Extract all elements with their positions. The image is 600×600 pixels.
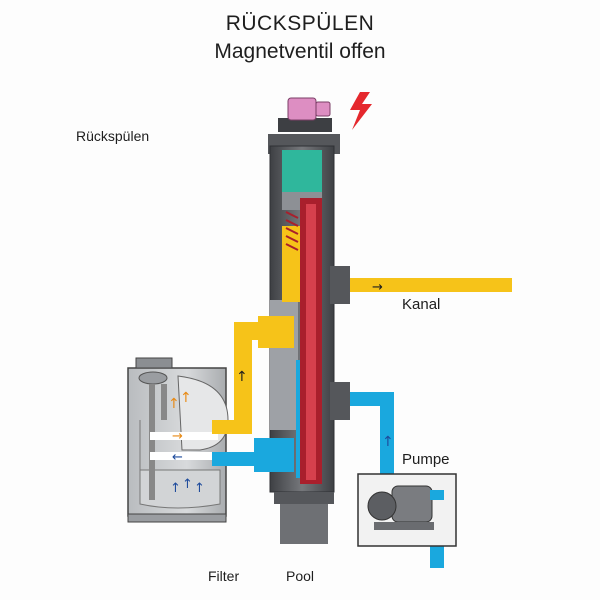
- spring: [285, 211, 299, 251]
- pump: [357, 473, 457, 547]
- pumpe-label: Pumpe: [402, 451, 450, 468]
- lightning-icon: [350, 92, 372, 130]
- filter-label: Filter: [208, 568, 240, 584]
- arrow-yellow-up: ↑: [236, 369, 248, 385]
- svg-text:←: ←: [172, 450, 183, 465]
- svg-text:↑: ↑: [170, 481, 181, 496]
- svg-text:→: →: [172, 429, 183, 444]
- solenoid-coil: [278, 97, 332, 132]
- rueckspuelen-label: Rückspülen: [76, 128, 150, 144]
- arrow-kanal: →: [372, 280, 383, 295]
- svg-text:↑: ↑: [180, 390, 192, 406]
- pool-label: Pool: [286, 568, 315, 584]
- arrow-pump-up: ↑: [382, 434, 394, 450]
- diagram-title: RÜCKSPÜLEN: [225, 12, 375, 35]
- svg-text:↑: ↑: [194, 481, 205, 496]
- diagram-subtitle: Magnetventil offen: [214, 40, 386, 63]
- piston: [300, 198, 322, 484]
- kanal-label: Kanal: [402, 296, 441, 313]
- svg-text:↑: ↑: [168, 396, 180, 412]
- filter-flow-arrows: ↑ ↑ → ← ↑ ↑ ↑: [168, 390, 205, 496]
- yellow-flow-pipes: [212, 278, 512, 434]
- svg-text:↑: ↑: [182, 477, 193, 492]
